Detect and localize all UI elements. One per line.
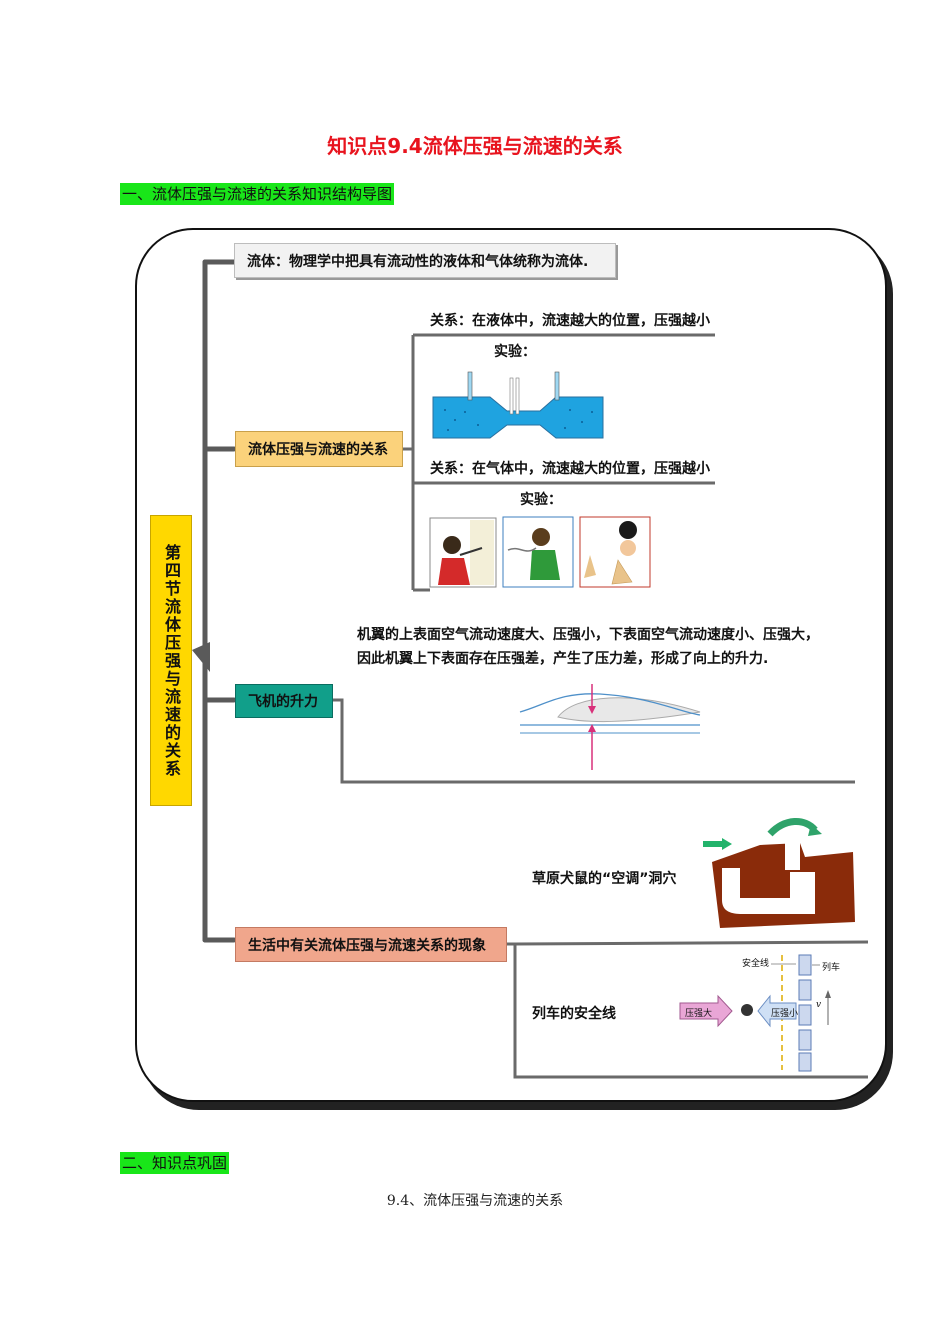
life-phenomena-node: 生活中有关流体压强与流速关系的现象 bbox=[235, 927, 507, 962]
train-label: 列车 bbox=[822, 963, 841, 973]
lift-node: 飞机的升力 bbox=[235, 684, 333, 718]
safety-line-label: 安全线 bbox=[742, 959, 770, 969]
page-title: 知识点9.4流体压强与流速的关系 bbox=[327, 134, 623, 158]
gas-relation-text: 关系：在气体中，流速越大的位置，压强越小 bbox=[430, 461, 710, 477]
relation-node: 流体压强与流速的关系 bbox=[235, 431, 403, 467]
burrow-caption: 草原犬鼠的“空调”洞穴 bbox=[532, 871, 677, 887]
lift-text-line2: 因此机翼上下表面存在压强差，产生了压力差，形成了向上的升力. bbox=[357, 651, 769, 667]
subsection-title: 9.4、流体压强与流速的关系 bbox=[386, 1193, 564, 1209]
lift-text-line1: 机翼的上表面空气流动速度大、压强小，下表面空气流动速度小、压强大， bbox=[357, 627, 819, 643]
high-pressure-label: 压强大 bbox=[685, 1009, 713, 1019]
velocity-label: v bbox=[816, 1000, 822, 1010]
experiment-picture-1 bbox=[429, 517, 497, 588]
experiment-picture-2 bbox=[502, 516, 574, 588]
liquid-experiment-label: 实验： bbox=[494, 344, 536, 360]
section-heading-review: 二、知识点巩固 bbox=[120, 1152, 230, 1174]
center-node: 第四节流体压强与流速的关系 bbox=[150, 515, 192, 806]
fluid-definition-node: 流体：物理学中把具有流动性的液体和气体统称为流体. bbox=[234, 243, 616, 278]
low-pressure-label: 压强小 bbox=[771, 1009, 799, 1019]
liquid-relation-text: 关系：在液体中，流速越大的位置，压强越小 bbox=[430, 313, 710, 329]
experiment-picture-3 bbox=[579, 516, 651, 588]
gas-experiment-label: 实验： bbox=[520, 492, 562, 508]
train-safety-line-caption: 列车的安全线 bbox=[532, 1006, 616, 1022]
section-heading-mindmap: 一、流体压强与流速的关系知识结构导图 bbox=[120, 183, 395, 205]
